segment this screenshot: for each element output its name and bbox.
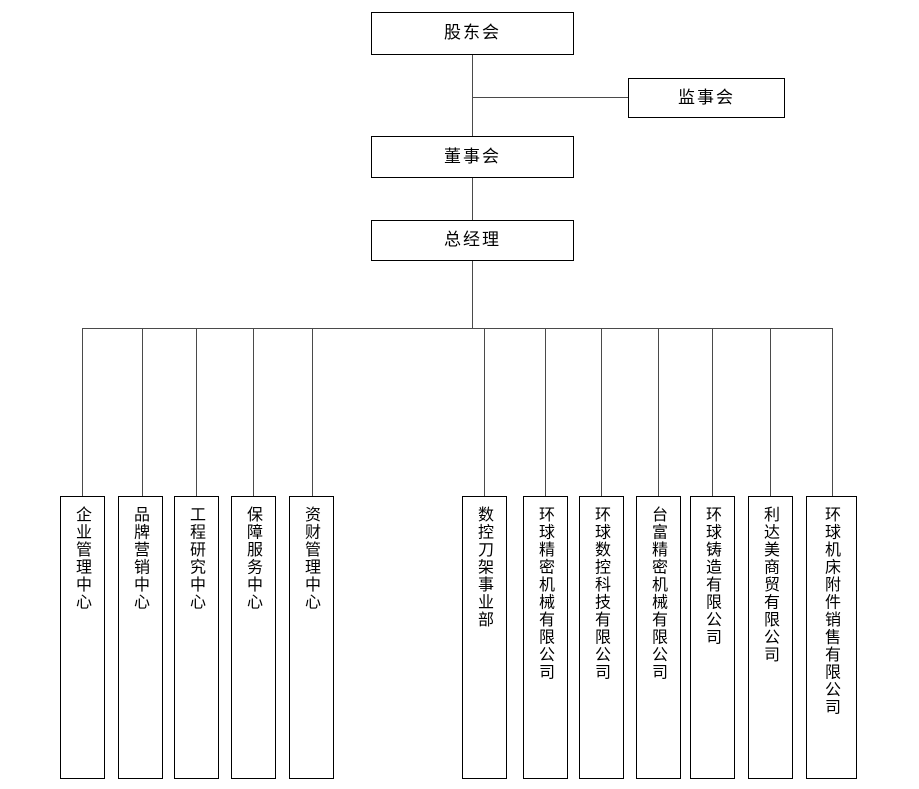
node-label-brand-marketing-center: 品牌营销中心 [131,506,151,611]
node-label-support-service-center: 保障服务中心 [244,506,264,611]
node-lidamei-trading[interactable]: 利达美商贸有限公司 [748,496,793,779]
node-finance-management-center[interactable]: 资财管理中心 [289,496,334,779]
connector-drop-lidamei-trading [770,328,771,496]
node-label-general-manager: 总经理 [444,230,501,250]
node-label-enterprise-management-center: 企业管理中心 [73,506,93,611]
node-label-shareholders: 股东会 [444,23,501,43]
connector-drop-finance-management-center [312,328,313,496]
connector-general-manager-to-bus [472,261,473,328]
node-label-taifu-precision-machinery: 台富精密机械有限公司 [649,506,669,681]
node-label-cnc-turret-division: 数控刀架事业部 [475,506,495,629]
node-brand-marketing-center[interactable]: 品牌营销中心 [118,496,163,779]
node-label-huanqiu-casting: 环球铸造有限公司 [703,506,723,646]
node-label-supervisors: 监事会 [678,87,735,108]
connector-drop-enterprise-management-center [82,328,83,496]
connector-shareholders-to-supervisors [472,97,628,98]
connector-department-bus [82,328,832,329]
connector-drop-cnc-turret-division [484,328,485,496]
node-huanqiu-precision-machinery[interactable]: 环球精密机械有限公司 [523,496,568,779]
node-label-engineering-research-center: 工程研究中心 [187,506,207,611]
connector-board-to-general-manager [472,178,473,220]
connector-drop-engineering-research-center [196,328,197,496]
node-support-service-center[interactable]: 保障服务中心 [231,496,276,779]
connector-drop-huanqiu-casting [712,328,713,496]
node-enterprise-management-center[interactable]: 企业管理中心 [60,496,105,779]
connector-drop-huanqiu-machine-tool-accessories-sales [832,328,833,496]
node-label-huanqiu-machine-tool-accessories-sales: 环球机床附件销售有限公司 [822,506,842,716]
node-label-finance-management-center: 资财管理中心 [302,506,322,611]
node-engineering-research-center[interactable]: 工程研究中心 [174,496,219,779]
node-shareholders[interactable]: 股东会 [371,12,574,55]
connector-drop-huanqiu-cnc-technology [601,328,602,496]
node-general-manager[interactable]: 总经理 [371,220,574,261]
node-huanqiu-casting[interactable]: 环球铸造有限公司 [690,496,735,779]
connector-drop-huanqiu-precision-machinery [545,328,546,496]
node-huanqiu-cnc-technology[interactable]: 环球数控科技有限公司 [579,496,624,779]
node-label-board: 董事会 [444,146,501,167]
node-label-lidamei-trading: 利达美商贸有限公司 [761,506,781,664]
node-taifu-precision-machinery[interactable]: 台富精密机械有限公司 [636,496,681,779]
connector-drop-brand-marketing-center [142,328,143,496]
node-huanqiu-machine-tool-accessories-sales[interactable]: 环球机床附件销售有限公司 [806,496,857,779]
connector-drop-taifu-precision-machinery [658,328,659,496]
node-label-huanqiu-precision-machinery: 环球精密机械有限公司 [536,506,556,681]
node-board[interactable]: 董事会 [371,136,574,178]
node-label-huanqiu-cnc-technology: 环球数控科技有限公司 [592,506,612,681]
node-cnc-turret-division[interactable]: 数控刀架事业部 [462,496,507,779]
connector-shareholders-to-board [472,55,473,136]
node-supervisors[interactable]: 监事会 [628,78,785,118]
connector-drop-support-service-center [253,328,254,496]
